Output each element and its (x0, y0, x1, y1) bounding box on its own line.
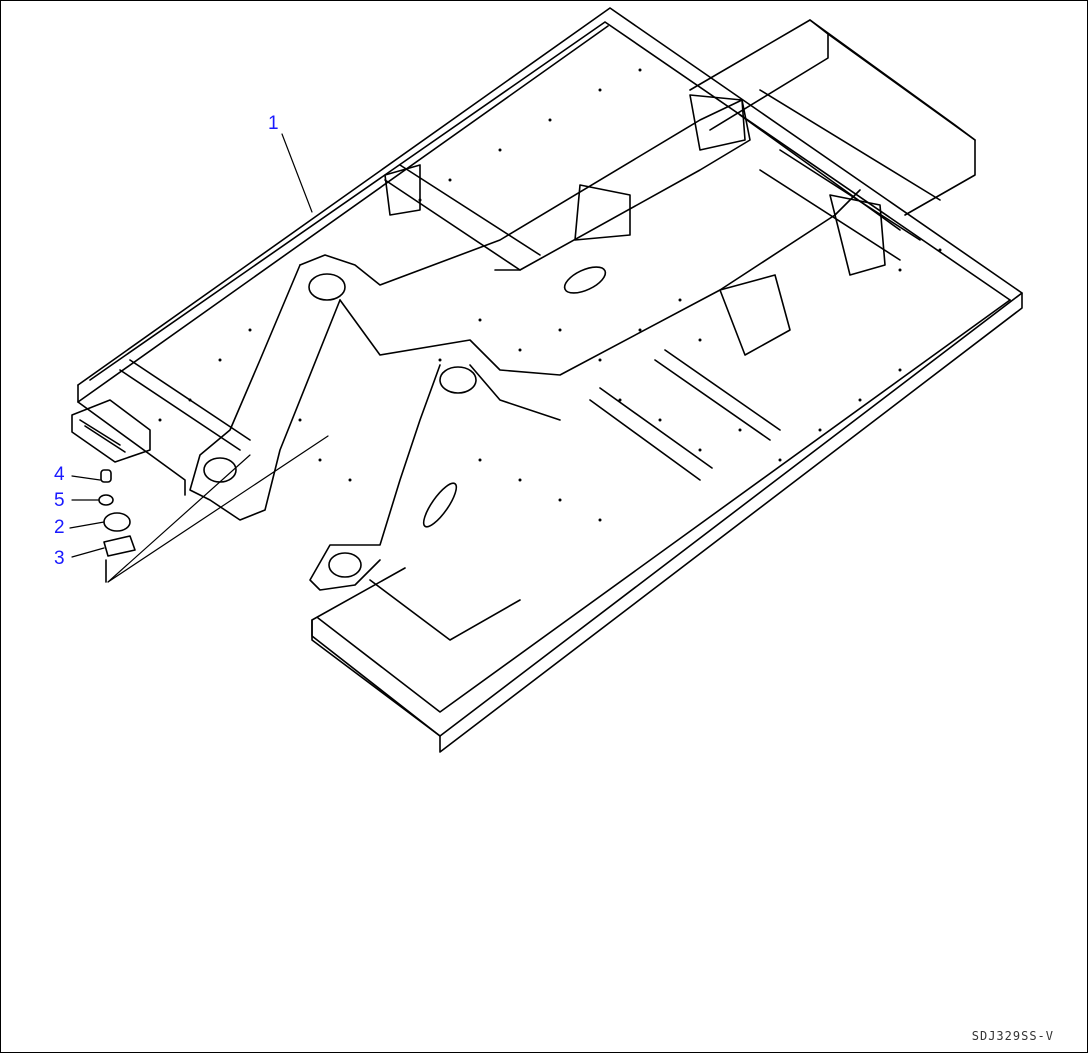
outer-frame-outline (77, 7, 1023, 753)
callout-4[interactable]: 4 (54, 464, 65, 485)
figure-code: SDJ329SS-V (971, 1029, 1054, 1043)
exploded-parts (98, 469, 136, 583)
callout-3[interactable]: 3 (54, 548, 65, 569)
callout-2[interactable]: 2 (54, 517, 65, 538)
rivet-dots (158, 68, 942, 522)
step-plate (71, 399, 151, 463)
leader-lines (69, 133, 329, 583)
brackets (384, 94, 886, 356)
callout-1[interactable]: 1 (268, 113, 279, 134)
boom-foot-body (189, 99, 861, 591)
cross-members (119, 149, 921, 641)
right-rail (689, 19, 976, 231)
callout-5[interactable]: 5 (54, 490, 65, 511)
